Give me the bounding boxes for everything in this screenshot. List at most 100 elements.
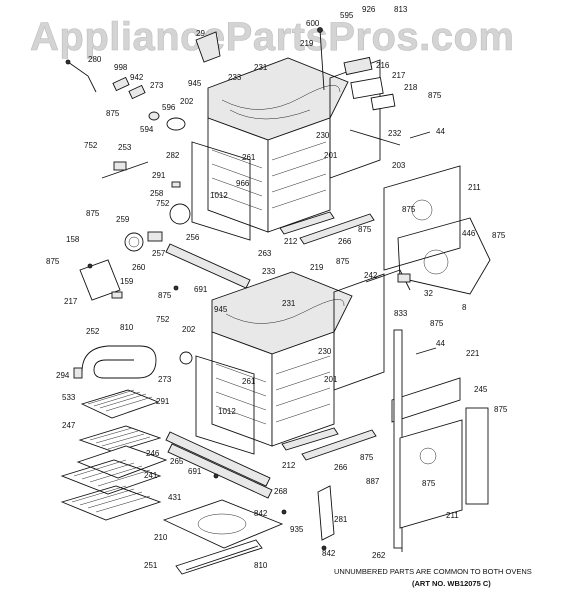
part-callout-219: 219 [300, 39, 314, 48]
part-callout-261: 261 [242, 153, 256, 162]
bottom-rail-212-upper [279, 211, 335, 235]
part-callout-217: 217 [64, 297, 78, 306]
part-callout-258: 258 [150, 189, 164, 198]
part-callout-265: 265 [170, 457, 184, 466]
part-callout-262: 262 [372, 551, 386, 560]
part-callout-211: 211 [468, 183, 481, 192]
part-callout-266: 266 [338, 237, 352, 246]
part-callout-833: 833 [394, 309, 408, 318]
latch-259 [124, 232, 144, 252]
part-callout-446: 446 [462, 229, 476, 238]
part-callout-216: 216 [376, 61, 390, 70]
part-callout-280: 280 [88, 55, 102, 64]
part-callout-263: 263 [258, 249, 272, 258]
switch-273-upper [128, 84, 146, 100]
part-callout-875: 875 [360, 453, 374, 462]
vent-duct [195, 31, 221, 63]
vent-trim-263 [165, 243, 251, 289]
part-callout-201: 201 [324, 151, 338, 160]
bottom-cover-210 [162, 499, 284, 549]
part-callout-230: 230 [316, 131, 330, 140]
bracket-217 [350, 76, 384, 100]
part-callout-202: 202 [180, 97, 194, 106]
bottom-rail-212-lower [281, 427, 339, 451]
part-callout-595: 595 [340, 11, 354, 20]
part-callout-533: 533 [62, 393, 76, 402]
part-callout-247: 247 [62, 421, 76, 430]
part-callout-259: 259 [116, 215, 130, 224]
part-callout-261: 261 [242, 377, 256, 386]
upper-oven-assembly [191, 27, 491, 295]
broil-element-252 [81, 345, 157, 379]
light-socket-594 [148, 111, 160, 121]
left-parts-lower [60, 285, 327, 551]
part-callout-218: 218 [404, 83, 418, 92]
hinge-bracket-281 [317, 485, 335, 541]
part-callout-260: 260 [132, 263, 146, 272]
bracket-217-left [79, 259, 121, 301]
part-callout-266: 266 [334, 463, 348, 472]
clip-291-upper [171, 181, 181, 188]
part-callout-231: 231 [282, 299, 296, 308]
part-callout-594: 594 [140, 125, 154, 134]
front-frame-upper [191, 141, 251, 241]
part-callout-32: 32 [424, 289, 433, 298]
sensor-probe-tip [317, 27, 323, 33]
front-frame-lower [195, 355, 255, 455]
part-callout-875: 875 [430, 319, 444, 328]
part-callout-875: 875 [86, 209, 100, 218]
connector-32 [397, 273, 411, 283]
part-callout-282: 282 [166, 151, 180, 160]
part-callout-29: 29 [196, 29, 205, 38]
part-callout-159: 159 [120, 277, 134, 286]
part-callout-926: 926 [362, 5, 376, 14]
part-callout-875: 875 [358, 225, 372, 234]
screw-842-upper [281, 509, 287, 515]
oven-cavity-side-upper [267, 117, 331, 233]
part-callout-1012: 1012 [210, 191, 228, 200]
left-parts-upper [65, 59, 251, 301]
back-cover-lower [399, 419, 463, 529]
part-callout-875: 875 [494, 405, 508, 414]
part-callout-268: 268 [274, 487, 288, 496]
part-callout-203: 203 [392, 161, 406, 170]
oven-rack-533 [80, 389, 160, 419]
harness-242 [365, 269, 411, 291]
oven-rack-241 [60, 459, 162, 495]
part-callout-273: 273 [158, 375, 172, 384]
part-callout-998: 998 [114, 63, 128, 72]
trim-268 [167, 443, 273, 499]
latch-256 [147, 231, 163, 242]
bottom-rail-266-lower [301, 429, 377, 461]
part-callout-241: 241 [144, 471, 158, 480]
latch-motor-258 [169, 203, 191, 225]
part-callout-212: 212 [282, 461, 296, 470]
part-callout-242: 242 [364, 271, 378, 280]
part-callout-246: 246 [146, 449, 160, 458]
oven-rack-431 [60, 485, 162, 521]
part-callout-230: 230 [318, 347, 332, 356]
part-callout-875: 875 [46, 257, 60, 266]
part-callout-221: 221 [466, 349, 480, 358]
part-callout-231: 231 [254, 63, 268, 72]
part-callout-291: 291 [152, 171, 166, 180]
part-callout-253: 253 [118, 143, 132, 152]
part-callout-211: 211 [446, 511, 459, 520]
trim-265 [165, 431, 271, 487]
part-callout-158: 158 [66, 235, 80, 244]
part-callout-942: 942 [130, 73, 144, 82]
art-number: (ART NO. WB12075 C) [412, 579, 491, 588]
part-callout-245: 245 [474, 385, 488, 394]
broiler-pan-247 [78, 425, 162, 453]
back-cover-upper [383, 165, 461, 271]
part-callout-810: 810 [254, 561, 268, 570]
part-callout-600: 600 [306, 19, 320, 28]
part-callout-210: 210 [154, 533, 168, 542]
side-channel-245 [465, 407, 489, 505]
part-callout-44: 44 [436, 339, 445, 348]
part-callout-201: 201 [324, 375, 338, 384]
oven-cavity-side-lower [271, 331, 335, 447]
bracket-216 [343, 56, 373, 76]
part-callout-251: 251 [144, 561, 158, 570]
